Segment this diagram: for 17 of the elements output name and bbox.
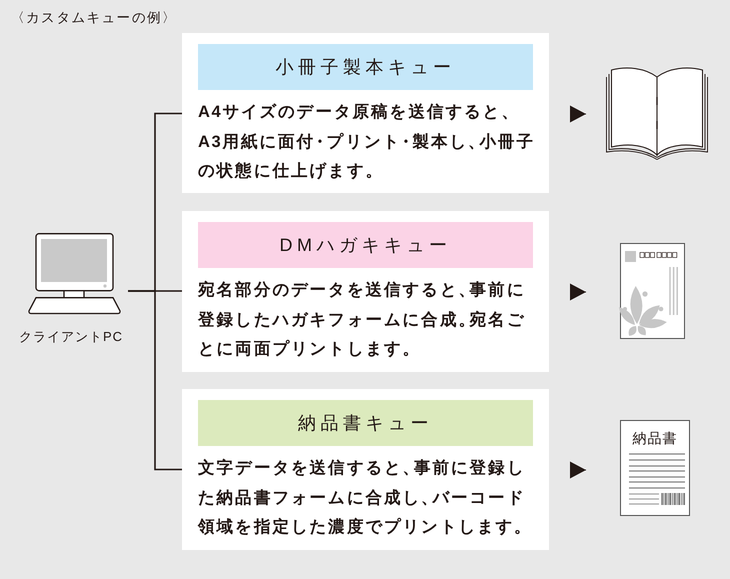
card-heading: 納品書キュー <box>198 400 533 446</box>
document-sheet <box>620 420 690 516</box>
description-text: A4サイズのデータ原稿を送信すると、A3用紙に面付・プリント・製本し、小冊子の状態に仕上げます。 <box>198 102 536 182</box>
device-label: クライアントPC <box>18 328 124 346</box>
postcard-icon <box>620 243 685 339</box>
queue-card <box>182 211 549 372</box>
description-text: 文字データを送信すると、事前に登録した納品書フォームに合成し、バーコード領域を指定した濃度でプリントします。 <box>198 458 526 538</box>
card-heading: 小冊子製本キュー <box>198 44 533 90</box>
arrow <box>570 462 586 478</box>
description-text: 宛名部分のデータを送信すると、事前に登録したハガキフォームに合成。宛名ごとに両面プリントします。 <box>198 280 526 360</box>
card-heading: DMハガキキュー <box>198 222 533 268</box>
diagram-title: 〈カスタムキューの例〉 <box>11 9 178 27</box>
queue-card <box>182 389 549 550</box>
arrow <box>570 106 586 122</box>
document-title: 納品書 <box>632 429 678 447</box>
queue-card <box>182 33 549 193</box>
connector-line <box>128 290 182 470</box>
